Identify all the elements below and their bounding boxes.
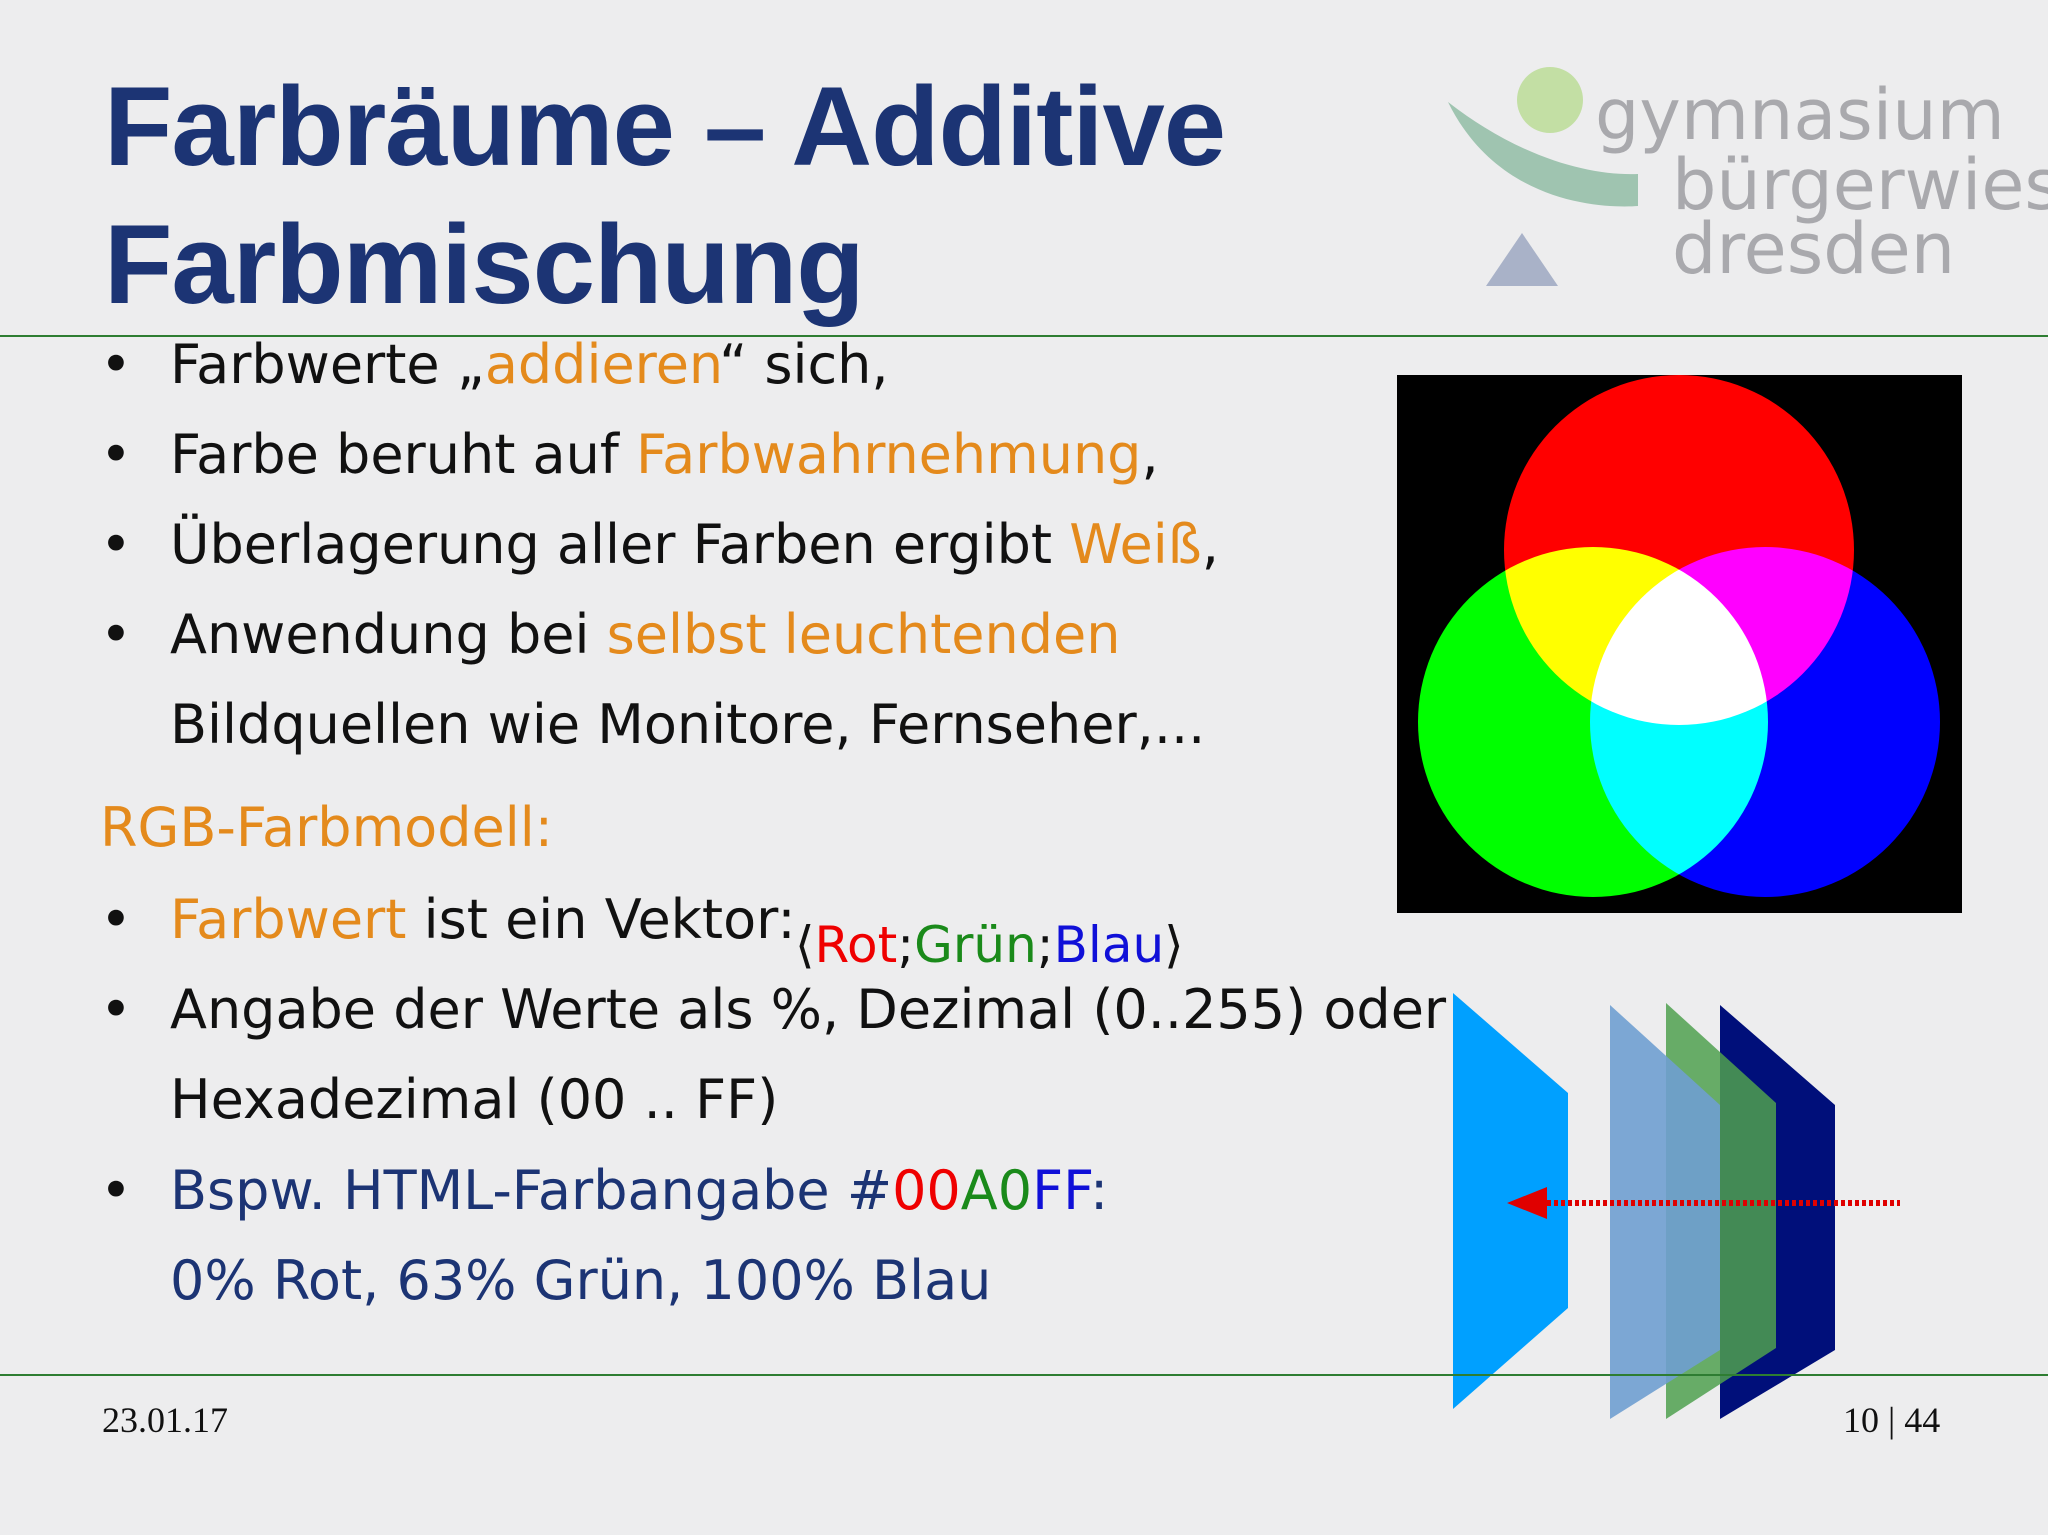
title-line-1: Farbräume – Additive [104,64,1226,189]
highlight-term: addieren [484,333,720,396]
bullet-item: Farbwert ist ein Vektor: [170,888,796,951]
highlight-term: selbst leuchtenden [606,603,1121,666]
rgb-heading: RGB-Farbmodell: [100,796,553,859]
title-line-2: Farbmischung [104,202,865,327]
bullet-item: Farbwerte „addieren“ sich, [170,333,889,396]
logo-text-line-3: dresden [1672,208,1956,290]
slide-title: Farbräume – Additive Farbmischung [104,58,1226,334]
bullet-marker: • [100,1159,132,1222]
bullet-marker: • [100,603,132,666]
footer-rule [0,1374,2048,1376]
layer-red [1610,1005,1720,1419]
logo-text-line-2: bürgerwiese [1672,144,2048,226]
bullet-item-continuation: Hexadezimal (00 .. FF) [170,1068,779,1131]
bullet-item: Anwendung bei selbst leuchtenden [170,603,1121,666]
logo-text-line-1: gymnasium [1595,74,2005,156]
school-logo: gymnasium bürgerwiese dresden [1440,58,2048,298]
bullet-item: Farbe beruht auf Farbwahrnehmung, [170,423,1159,486]
highlight-term: Farbwert [170,888,407,951]
slide-date: 23.01.17 [102,1400,228,1440]
logo-mark-icon [1448,67,1638,286]
header-rule [0,335,2048,337]
layer-front [1453,993,1568,1409]
highlight-term: Weiß [1069,513,1202,576]
bullet-item: Bspw. HTML-Farbangabe #00A0FF: [170,1159,1109,1222]
page-number: 10 | 44 [1843,1400,1941,1440]
bullet-marker: • [100,888,132,951]
color-layers-diagram [1453,993,1900,1419]
bullet-marker: • [100,423,132,486]
bullet-item-continuation: 0% Rot, 63% Grün, 100% Blau [170,1249,992,1312]
bullet-item: Überlagerung aller Farben ergibt Weiß, [170,513,1219,576]
rgb-color-mixing-diagram [1397,375,1962,913]
bullet-item: Angabe der Werte als %, Dezimal (0..255)… [170,978,1447,1041]
bullet-item-continuation: Bildquellen wie Monitore, Fernseher,... [170,693,1206,756]
bullet-marker: • [100,513,132,576]
bullet-marker: • [100,333,132,396]
rgb-vector: ⟨Rot;Grün;Blau⟩ [795,916,1184,974]
highlight-term: Farbwahrnehmung [636,423,1142,486]
bullet-marker: • [100,978,132,1041]
arrow-head-icon [1507,1187,1547,1219]
